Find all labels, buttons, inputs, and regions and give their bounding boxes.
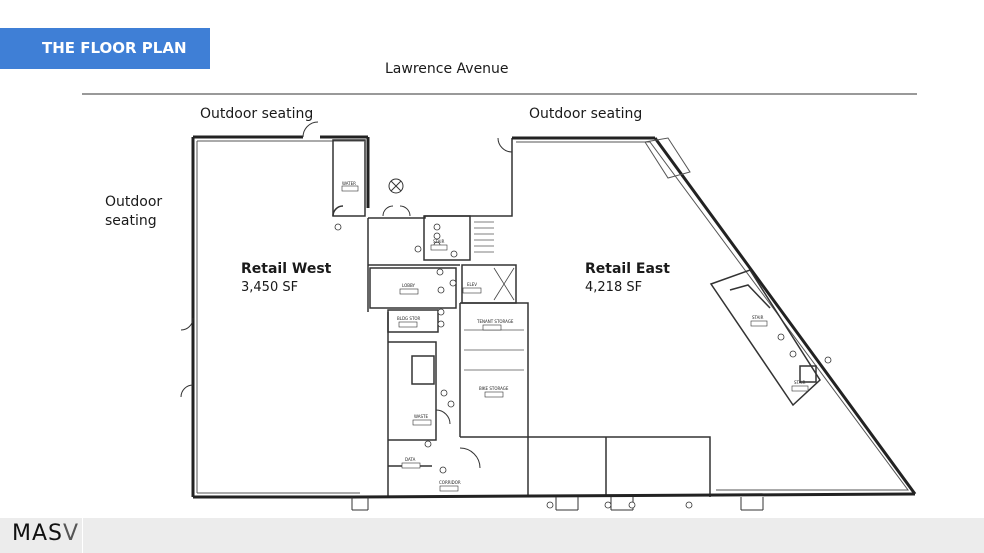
brand-logo-bold: MAS	[12, 521, 63, 546]
footer-divider	[82, 518, 83, 553]
retail-west-area: 3,450 SF	[241, 280, 299, 295]
room-label-bldg-stor: BLDG STOR	[397, 316, 421, 321]
room-label-waste: WASTE	[414, 414, 428, 419]
retail-east-walls	[351, 136, 917, 499]
retail-west-name: Retail West	[241, 261, 332, 277]
room-label-elev: ELEV	[467, 282, 477, 287]
footer-bar	[0, 518, 984, 553]
core-walls	[367, 138, 711, 497]
stair-treads	[464, 221, 524, 371]
room-label-bike-storage: BIKE STORAGE	[479, 386, 509, 391]
retail-west-inner-line	[196, 140, 364, 494]
page-title-banner: THE FLOOR PLAN	[0, 28, 210, 69]
retail-west-walls	[191, 135, 370, 499]
outdoor-seating-north-east: Outdoor seating	[529, 106, 643, 122]
door-swings	[180, 121, 764, 510]
room-label-water: WATER	[342, 181, 356, 186]
room-label-boxes	[341, 185, 809, 492]
outdoor-seating-west: Outdoor seating	[105, 193, 162, 231]
room-label-corridor: CORRIDOR	[439, 480, 461, 485]
reference-tags	[334, 223, 832, 509]
room-label-stair-east-2: STAIR	[794, 380, 806, 385]
outdoor-seating-west-line1: Outdoor	[105, 194, 163, 210]
retail-east-name: Retail East	[585, 261, 670, 277]
page-title: THE FLOOR PLAN	[42, 39, 187, 57]
water-room	[332, 139, 366, 217]
room-label-stair: STAIR	[433, 239, 445, 244]
retail-east-area: 4,218 SF	[585, 280, 643, 295]
east-stair-enclosure	[709, 269, 821, 407]
outdoor-seating-north-west: Outdoor seating	[200, 106, 314, 122]
elevator-shaft	[493, 267, 515, 301]
brand-logo: MASV	[12, 521, 79, 546]
street-label: Lawrence Avenue	[385, 61, 509, 77]
room-label-lobby: LOBBY	[402, 283, 416, 288]
room-label-stair-east: STAIR	[752, 315, 764, 320]
room-label-data: DATA	[405, 457, 416, 462]
fixture-marker-icon	[388, 178, 404, 194]
room-label-tenant-storage: TENANT STORAGE	[476, 319, 514, 324]
brand-logo-thin: V	[63, 521, 80, 546]
outdoor-seating-west-line2: seating	[105, 213, 157, 229]
